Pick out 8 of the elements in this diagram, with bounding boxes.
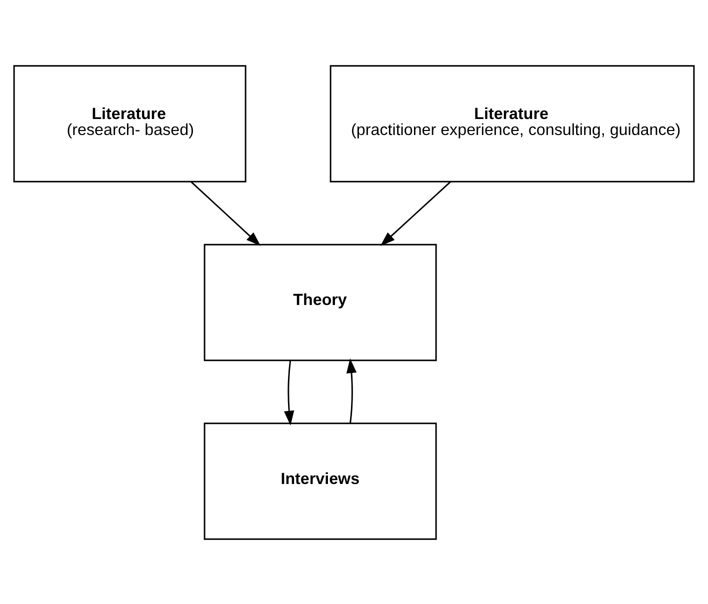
node-box: Theory	[204, 243, 437, 361]
arrow	[380, 180, 451, 246]
arrow	[190, 180, 261, 246]
arrow	[284, 360, 294, 425]
node-box: Literature (practitioner experience, consulting, guidance)	[330, 64, 695, 182]
node-box: Interviews	[204, 422, 437, 540]
node-box: Literature (research- based)	[13, 64, 246, 182]
arrow	[346, 358, 357, 423]
